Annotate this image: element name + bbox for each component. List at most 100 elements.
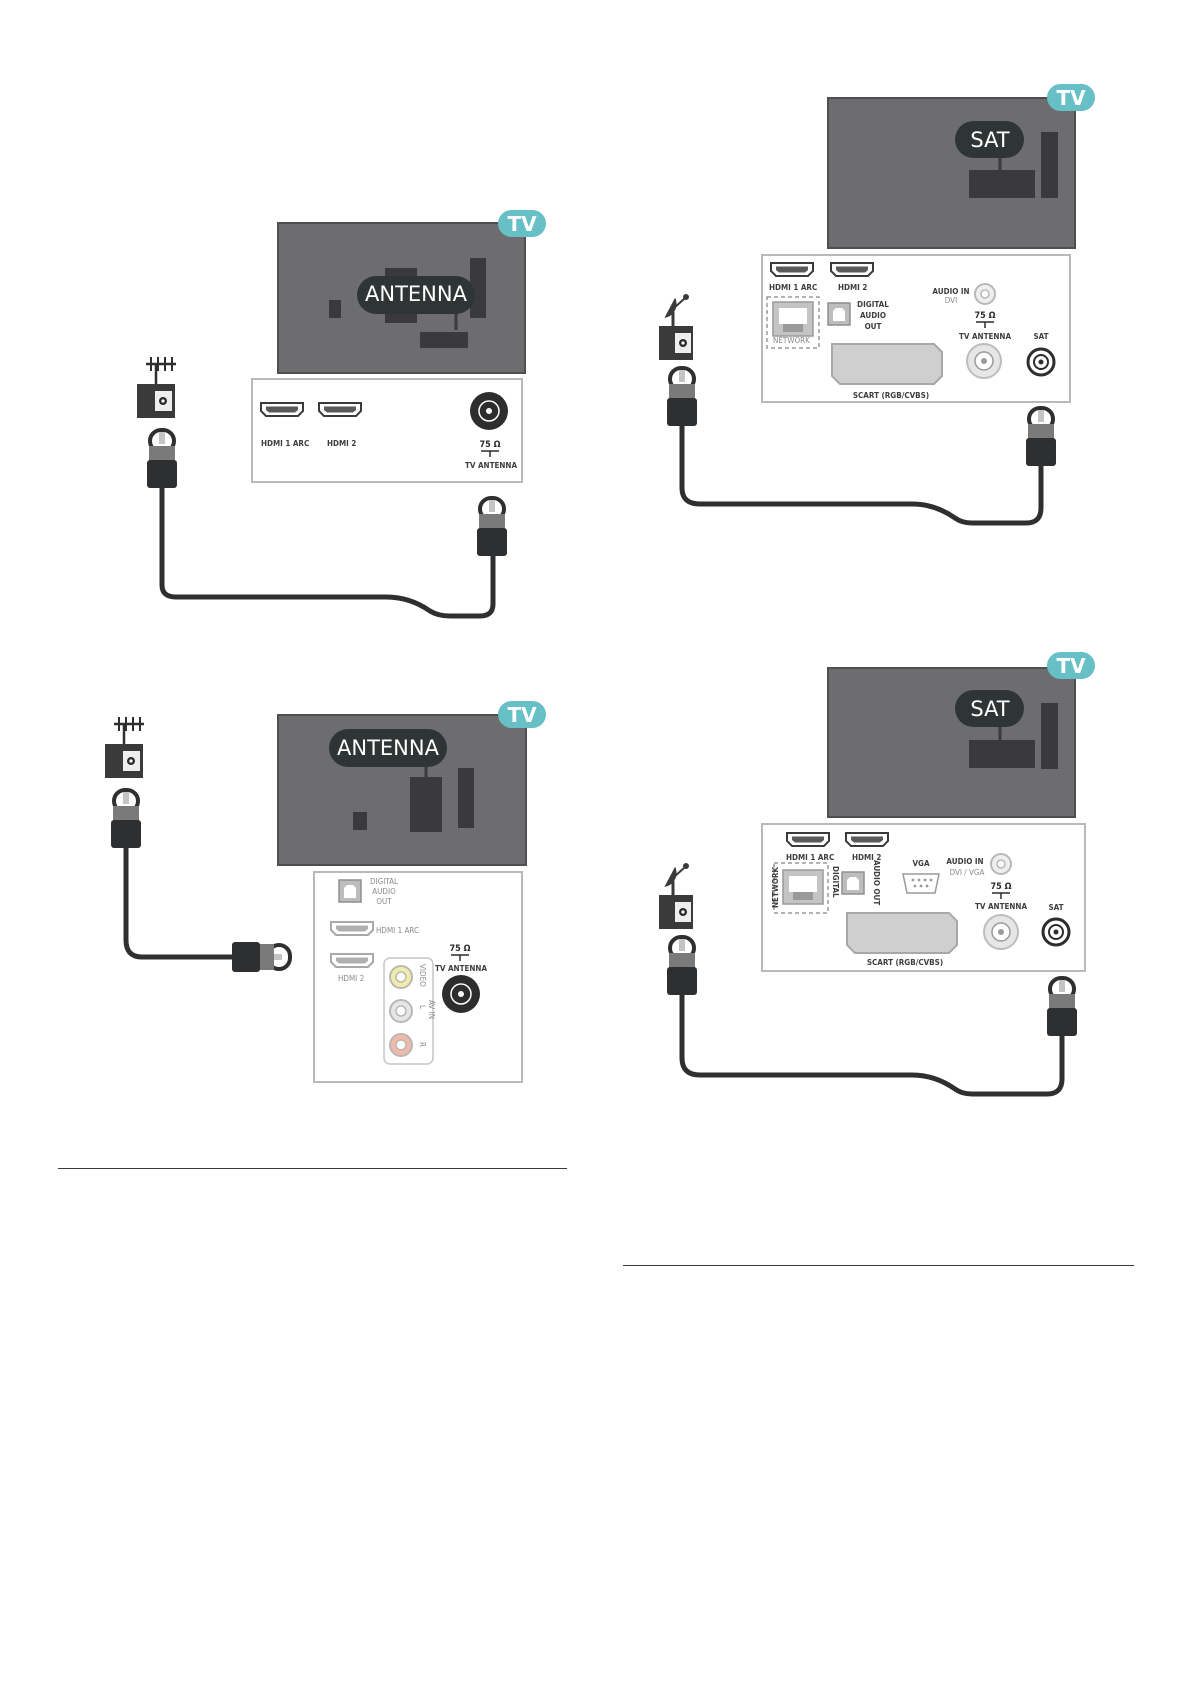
ohm-label: 75 Ω bbox=[450, 944, 471, 954]
wall-antenna-icon bbox=[103, 715, 146, 780]
antenna-cable bbox=[159, 482, 496, 619]
network-port bbox=[782, 869, 824, 905]
video-label: VIDEO bbox=[418, 964, 427, 987]
digital-label: DIGITAL bbox=[857, 300, 889, 309]
network-group bbox=[773, 862, 829, 914]
tv-antenna-label: TV ANTENNA bbox=[465, 461, 517, 470]
diagram-sat-b: SAT TV HDMI 1 ARC HDMI 2 NETWORK DIGITAL… bbox=[657, 652, 1095, 1097]
antenna-callout bbox=[329, 729, 447, 767]
digital-audio-out-port bbox=[338, 879, 362, 903]
hdmi-2-port bbox=[830, 262, 874, 277]
satellite-dish-icon bbox=[657, 861, 695, 931]
cable-plug-tv bbox=[1045, 976, 1079, 1038]
scart-label: SCART (RGB/CVBS) bbox=[853, 391, 929, 400]
antenna-port bbox=[441, 974, 481, 1014]
antenna-callout-label: ANTENNA bbox=[365, 282, 468, 306]
hdmi-2-port bbox=[330, 953, 374, 968]
scart-port bbox=[831, 343, 943, 385]
diagram-sat-a: SAT TV HDMI 1 ARC HDMI 2 NETWORK DIGITAL… bbox=[657, 84, 1095, 526]
hdmi-2-label: HDMI 2 bbox=[852, 853, 881, 862]
network-port bbox=[772, 301, 814, 337]
section-divider-right bbox=[623, 1265, 1134, 1266]
digital-label: DIGITAL bbox=[831, 866, 840, 898]
hdmi-1-arc-port bbox=[770, 262, 814, 277]
sat-label: SAT bbox=[1033, 332, 1048, 341]
sat-label: SAT bbox=[1048, 903, 1063, 912]
ohm-label: 75 Ω bbox=[975, 311, 996, 321]
tv-antenna-label: TV ANTENNA bbox=[435, 964, 487, 973]
tv-badge bbox=[1047, 84, 1095, 111]
diagram-antenna-b: ANTENNA TV DIGITAL AUDIO OUT HDMI 1 ARC … bbox=[103, 701, 546, 1083]
tv-badge-label: TV bbox=[507, 212, 537, 236]
out-label: OUT bbox=[865, 322, 882, 331]
diagram-antenna-a: ANTENNA TV HDMI 1 ARC HDMI 2 75 Ω TV ANT… bbox=[135, 210, 546, 619]
network-label: NETWORK bbox=[773, 336, 810, 345]
antenna-port bbox=[983, 914, 1019, 950]
cable-plug-wall bbox=[145, 428, 179, 490]
scart-port bbox=[846, 912, 958, 954]
network-label: NETWORK bbox=[771, 867, 780, 908]
scart-label: SCART (RGB/CVBS) bbox=[867, 958, 943, 967]
hdmi-1-arc-port bbox=[260, 402, 304, 417]
cable-plug-tv bbox=[475, 496, 509, 558]
satellite-cable bbox=[679, 989, 1065, 1097]
l-label: L bbox=[418, 1005, 427, 1009]
antenna-callout bbox=[357, 276, 475, 314]
vga-port bbox=[902, 873, 940, 894]
av-in-label: AV IN bbox=[427, 1000, 436, 1019]
tv-back-panel bbox=[827, 667, 1076, 818]
hdmi-2-label: HDMI 2 bbox=[838, 283, 867, 292]
ohm-label: 75 Ω bbox=[480, 440, 501, 450]
cable-plug-tv bbox=[1024, 406, 1058, 468]
hdmi-1-arc-label: HDMI 1 ARC bbox=[376, 926, 419, 935]
digital-audio-out-port bbox=[841, 871, 865, 895]
cable-plug-wall bbox=[665, 935, 699, 997]
tv-badge-label: TV bbox=[507, 703, 537, 727]
hdmi-1-arc-port bbox=[330, 921, 374, 936]
tv-badge bbox=[1047, 652, 1095, 679]
hdmi-1-arc-label: HDMI 1 ARC bbox=[769, 283, 817, 292]
sat-port bbox=[1026, 347, 1056, 377]
vga-label: VGA bbox=[912, 859, 929, 868]
antenna-cable bbox=[123, 842, 244, 960]
r-label: R bbox=[418, 1042, 427, 1047]
tv-badge bbox=[498, 701, 546, 728]
tv-antenna-label: TV ANTENNA bbox=[975, 902, 1027, 911]
hdmi-2-port bbox=[845, 832, 889, 847]
out-label: OUT bbox=[376, 897, 392, 906]
tv-antenna-label: TV ANTENNA bbox=[959, 332, 1011, 341]
connector-panel bbox=[251, 378, 523, 483]
antenna-port bbox=[966, 343, 1002, 379]
satellite-dish-icon bbox=[657, 292, 695, 362]
cable-plug-wall bbox=[665, 366, 699, 428]
dvi-label: DVI bbox=[945, 296, 957, 305]
hdmi-2-label: HDMI 2 bbox=[327, 439, 356, 448]
audio-in-label: AUDIO IN bbox=[932, 287, 969, 296]
cable-plug-tv bbox=[230, 940, 292, 974]
network-group bbox=[766, 296, 820, 349]
audio-out-label: AUDIO OUT bbox=[872, 860, 881, 905]
audio-label: AUDIO bbox=[372, 887, 396, 896]
satellite-cable bbox=[679, 420, 1044, 526]
sat-callout-label: SAT bbox=[970, 128, 1009, 152]
audio-in-label: AUDIO IN bbox=[946, 857, 983, 866]
tv-badge bbox=[498, 210, 546, 237]
antenna-callout-label: ANTENNA bbox=[337, 736, 440, 760]
hdmi-1-arc-port bbox=[786, 832, 830, 847]
hdmi-1-arc-label: HDMI 1 ARC bbox=[261, 439, 309, 448]
digital-label: DIGITAL bbox=[370, 877, 398, 886]
tv-back-panel bbox=[827, 97, 1076, 249]
sat-callout-label: SAT bbox=[970, 697, 1009, 721]
hdmi-1-arc-label: HDMI 1 ARC bbox=[786, 853, 834, 862]
hdmi-2-label: HDMI 2 bbox=[338, 974, 364, 983]
sat-callout bbox=[955, 121, 1024, 158]
digital-audio-out-port bbox=[827, 302, 851, 326]
section-divider-left bbox=[58, 1168, 567, 1169]
audio-label: AUDIO bbox=[860, 311, 886, 320]
hdmi-2-port bbox=[318, 402, 362, 417]
dvi-vga-label: DVI / VGA bbox=[950, 868, 985, 877]
sat-port bbox=[1041, 917, 1071, 947]
sat-callout bbox=[955, 690, 1024, 727]
wall-antenna-icon bbox=[135, 355, 178, 420]
